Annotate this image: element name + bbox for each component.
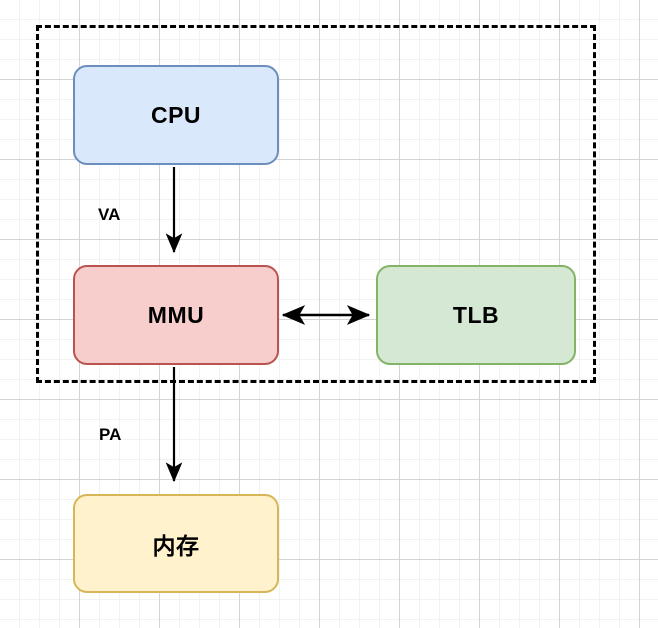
node-cpu[interactable]: CPU: [73, 65, 279, 165]
dashed-group-boundary: [36, 25, 596, 383]
node-tlb-label: TLB: [452, 301, 500, 328]
edge-label-pa: PA: [99, 425, 122, 444]
node-mmu[interactable]: MMU: [73, 265, 279, 365]
node-memory[interactable]: 内存: [73, 494, 279, 593]
node-cpu-label: CPU: [150, 101, 202, 128]
edge-label-va: VA: [98, 205, 121, 224]
node-tlb[interactable]: TLB: [376, 265, 576, 365]
node-memory-label: 内存: [152, 532, 200, 559]
node-mmu-label: MMU: [147, 301, 205, 328]
